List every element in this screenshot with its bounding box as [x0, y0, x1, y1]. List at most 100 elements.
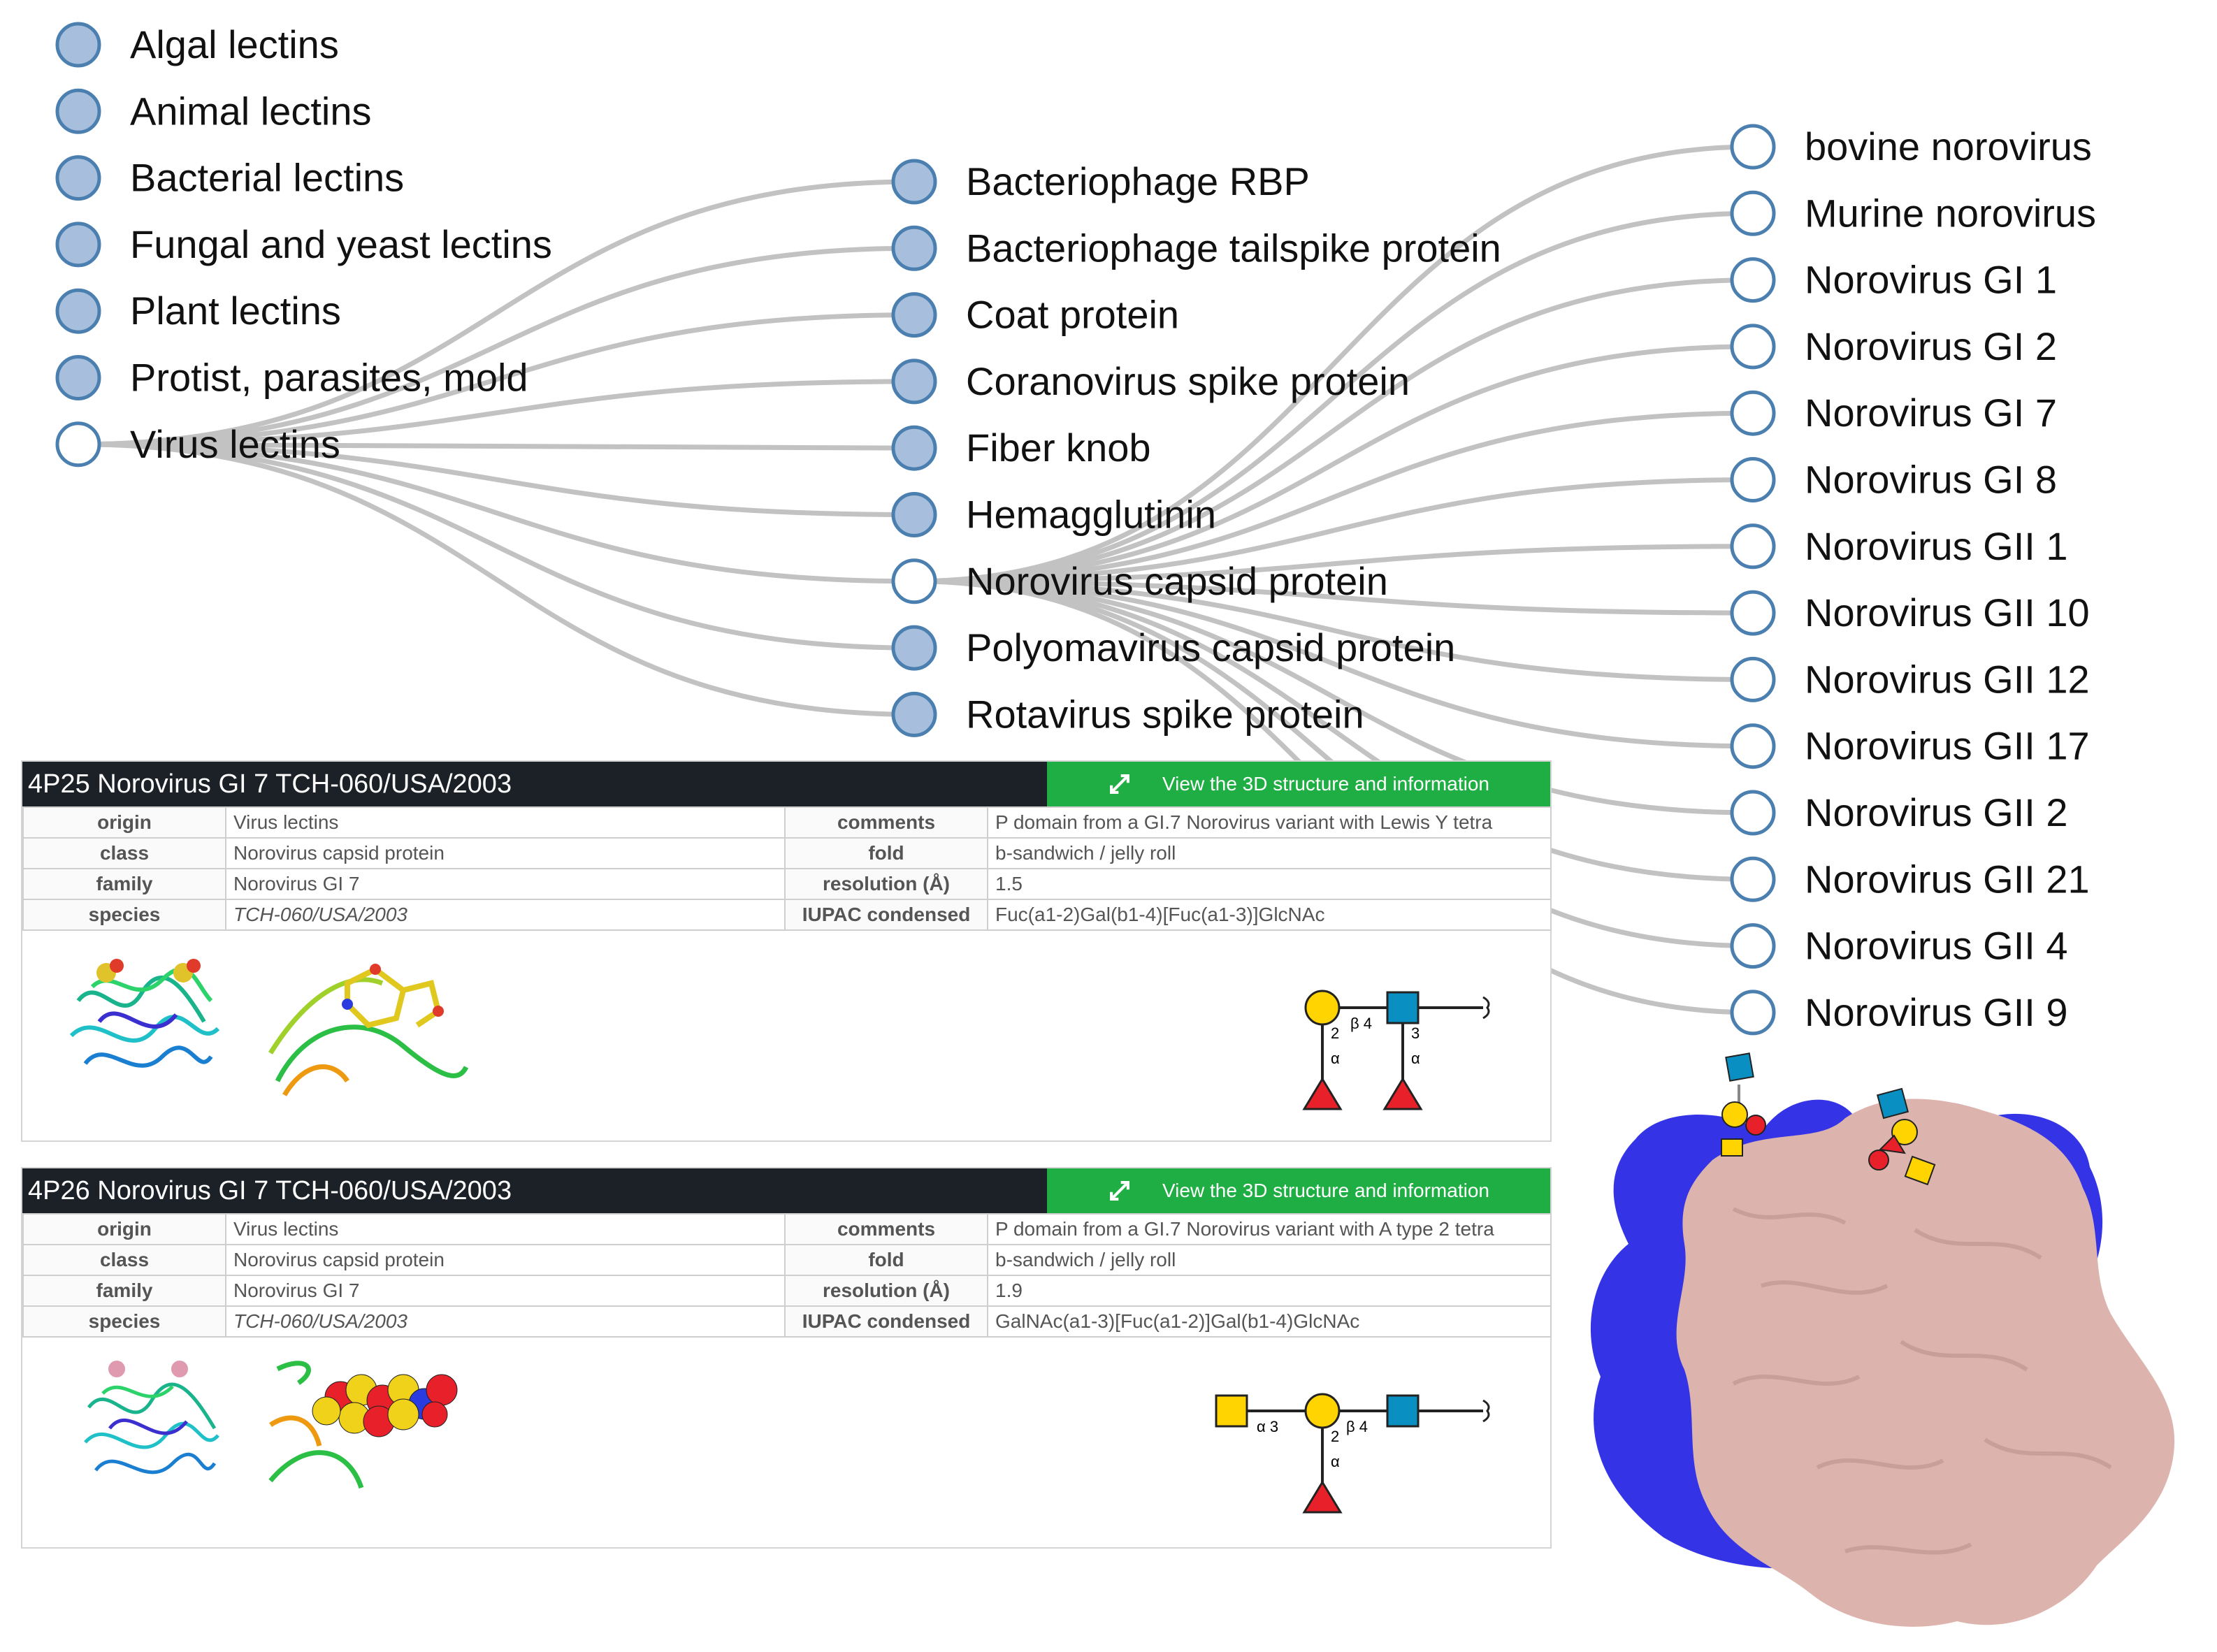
tree-node-label[interactable]: Norovirus GII 2	[1805, 790, 2068, 834]
tree-node-label[interactable]: bovine norovirus	[1805, 124, 2092, 168]
tree-node-virus-lectins[interactable]: Virus lectins	[55, 421, 340, 468]
tree-node-plant-lectins[interactable]: Plant lectins	[55, 288, 341, 334]
tree-node-circle[interactable]	[1730, 124, 1776, 170]
view-3d-structure-button[interactable]: View the 3D structure and information	[1047, 762, 1550, 806]
tree-node-label[interactable]: Virus lectins	[130, 422, 340, 466]
tree-node-label[interactable]: Animal lectins	[130, 89, 371, 133]
tree-node-label[interactable]: Rotavirus spike protein	[966, 692, 1364, 736]
tree-node-circle[interactable]	[55, 288, 101, 334]
tree-node-norovirus-gi-7[interactable]: Norovirus GI 7	[1730, 390, 2057, 436]
tree-node-circle[interactable]	[1730, 257, 1776, 303]
binding-site-thumbnail[interactable]	[263, 1341, 466, 1502]
tree-node-coat-protein[interactable]: Coat protein	[891, 292, 1179, 338]
tree-node-algal-lectins[interactable]: Algal lectins	[55, 22, 339, 68]
tree-node-circle[interactable]	[891, 558, 937, 604]
tree-node-label[interactable]: Norovirus GI 2	[1805, 324, 2057, 368]
fold-label: fold	[784, 1244, 988, 1276]
tree-node-label[interactable]: Norovirus GII 21	[1805, 857, 2090, 901]
tree-node-label[interactable]: Bacterial lectins	[130, 156, 404, 200]
tree-node-norovirus-gii-21[interactable]: Norovirus GII 21	[1730, 856, 2090, 902]
tree-node-bacteriophage-tailspike-protein[interactable]: Bacteriophage tailspike protein	[891, 225, 1501, 271]
tree-node-circle[interactable]	[891, 159, 937, 205]
tree-node-circle[interactable]	[55, 222, 101, 268]
tree-node-circle[interactable]	[1730, 856, 1776, 902]
tree-node-circle[interactable]	[891, 425, 937, 471]
tree-node-label[interactable]: Norovirus GI 7	[1805, 391, 2057, 435]
tree-node-norovirus-gii-17[interactable]: Norovirus GII 17	[1730, 723, 2090, 769]
ribbon-structure-thumbnail[interactable]	[75, 1352, 229, 1491]
tree-node-fiber-knob[interactable]: Fiber knob	[891, 425, 1151, 471]
tree-node-label[interactable]: Norovirus GII 10	[1805, 590, 2090, 635]
tree-node-label[interactable]: Norovirus GII 4	[1805, 924, 2068, 968]
tree-node-norovirus-capsid-protein[interactable]: Norovirus capsid protein	[891, 558, 1388, 604]
tree-node-norovirus-gii-4[interactable]: Norovirus GII 4	[1730, 923, 2068, 969]
tree-node-circle[interactable]	[1730, 723, 1776, 769]
tree-node-label[interactable]: Plant lectins	[130, 289, 341, 333]
tree-node-circle[interactable]	[891, 225, 937, 271]
tree-node-circle[interactable]	[1730, 523, 1776, 570]
tree-node-circle[interactable]	[1730, 923, 1776, 969]
tree-node-circle[interactable]	[55, 421, 101, 468]
protein-surface-rendering[interactable]	[1552, 1048, 2195, 1642]
tree-node-label[interactable]: Fiber knob	[966, 426, 1151, 470]
tree-node-label[interactable]: Norovirus GI 1	[1805, 258, 2057, 302]
tree-node-circle[interactable]	[1730, 990, 1776, 1036]
tree-node-circle[interactable]	[891, 492, 937, 537]
binding-site-thumbnail[interactable]	[263, 941, 473, 1102]
tree-node-norovirus-gii-9[interactable]: Norovirus GII 9	[1730, 990, 2068, 1036]
tree-node-bovine-norovirus[interactable]: bovine norovirus	[1730, 124, 2092, 170]
tree-node-norovirus-gii-12[interactable]: Norovirus GII 12	[1730, 656, 2090, 702]
tree-node-circle[interactable]	[891, 691, 937, 737]
tree-node-circle[interactable]	[1730, 324, 1776, 370]
origin-value: Virus lectins	[225, 806, 786, 839]
tree-node-coranovirus-spike-protein[interactable]: Coranovirus spike protein	[891, 358, 1410, 405]
tree-node-label[interactable]: Norovirus GII 12	[1805, 657, 2090, 701]
tree-node-label[interactable]: Norovirus capsid protein	[966, 559, 1388, 603]
tree-node-label[interactable]: Norovirus GII 9	[1805, 990, 2068, 1034]
tree-node-circle[interactable]	[1730, 190, 1776, 236]
tree-node-circle[interactable]	[55, 155, 101, 201]
tree-node-label[interactable]: Bacteriophage tailspike protein	[966, 226, 1501, 270]
tree-node-label[interactable]: Protist, parasites, mold	[130, 356, 528, 400]
tree-node-label[interactable]: Polyomavirus capsid protein	[966, 625, 1455, 669]
tree-node-norovirus-gii-2[interactable]: Norovirus GII 2	[1730, 790, 2068, 836]
tree-node-label[interactable]: Norovirus GII 17	[1805, 724, 2090, 768]
tree-node-circle[interactable]	[1730, 457, 1776, 502]
tree-node-circle[interactable]	[891, 358, 937, 405]
tree-node-bacterial-lectins[interactable]: Bacterial lectins	[55, 155, 404, 201]
tree-node-circle[interactable]	[55, 355, 101, 400]
tree-node-label[interactable]: Murine norovirus	[1805, 191, 2096, 235]
tree-node-animal-lectins[interactable]: Animal lectins	[55, 88, 371, 134]
tree-node-hemagglutinin[interactable]: Hemagglutinin	[891, 492, 1216, 537]
tree-node-circle[interactable]	[891, 292, 937, 338]
tree-node-protist-parasites-mold[interactable]: Protist, parasites, mold	[55, 355, 528, 400]
tree-node-circle[interactable]	[1730, 790, 1776, 836]
tree-node-norovirus-gi-8[interactable]: Norovirus GI 8	[1730, 457, 2057, 502]
tree-node-circle[interactable]	[891, 625, 937, 671]
tree-node-circle[interactable]	[1730, 590, 1776, 636]
tree-node-circle[interactable]	[1730, 390, 1776, 436]
view-3d-structure-button[interactable]: View the 3D structure and information	[1047, 1168, 1550, 1213]
tree-node-norovirus-gii-1[interactable]: Norovirus GII 1	[1730, 523, 2068, 570]
tree-node-bacteriophage-rbp[interactable]: Bacteriophage RBP	[891, 159, 1310, 205]
tree-node-norovirus-gi-1[interactable]: Norovirus GI 1	[1730, 257, 2057, 303]
tree-node-circle[interactable]	[55, 22, 101, 68]
tree-node-circle[interactable]	[55, 88, 101, 134]
tree-node-label[interactable]: Algal lectins	[130, 22, 339, 66]
tree-node-label[interactable]: Bacteriophage RBP	[966, 159, 1310, 203]
tree-node-norovirus-gi-2[interactable]: Norovirus GI 2	[1730, 324, 2057, 370]
tree-node-murine-norovirus[interactable]: Murine norovirus	[1730, 190, 2096, 236]
tree-node-label[interactable]: Norovirus GI 8	[1805, 458, 2057, 502]
tree-node-label[interactable]: Coat protein	[966, 293, 1179, 337]
tree-node-polyomavirus-capsid-protein[interactable]: Polyomavirus capsid protein	[891, 625, 1455, 671]
tree-node-fungal-and-yeast-lectins[interactable]: Fungal and yeast lectins	[55, 222, 552, 268]
tree-node-label[interactable]: Coranovirus spike protein	[966, 359, 1410, 403]
ribbon-structure-thumbnail[interactable]	[57, 945, 232, 1099]
table-row: species TCH-060/USA/2003 IUPAC condensed…	[22, 1305, 1552, 1338]
tree-node-label[interactable]: Norovirus GII 1	[1805, 524, 2068, 568]
tree-node-norovirus-gii-10[interactable]: Norovirus GII 10	[1730, 590, 2090, 636]
tree-node-circle[interactable]	[1730, 656, 1776, 702]
tree-node-label[interactable]: Hemagglutinin	[966, 493, 1216, 537]
tree-node-rotavirus-spike-protein[interactable]: Rotavirus spike protein	[891, 691, 1364, 737]
tree-node-label[interactable]: Fungal and yeast lectins	[130, 222, 552, 266]
